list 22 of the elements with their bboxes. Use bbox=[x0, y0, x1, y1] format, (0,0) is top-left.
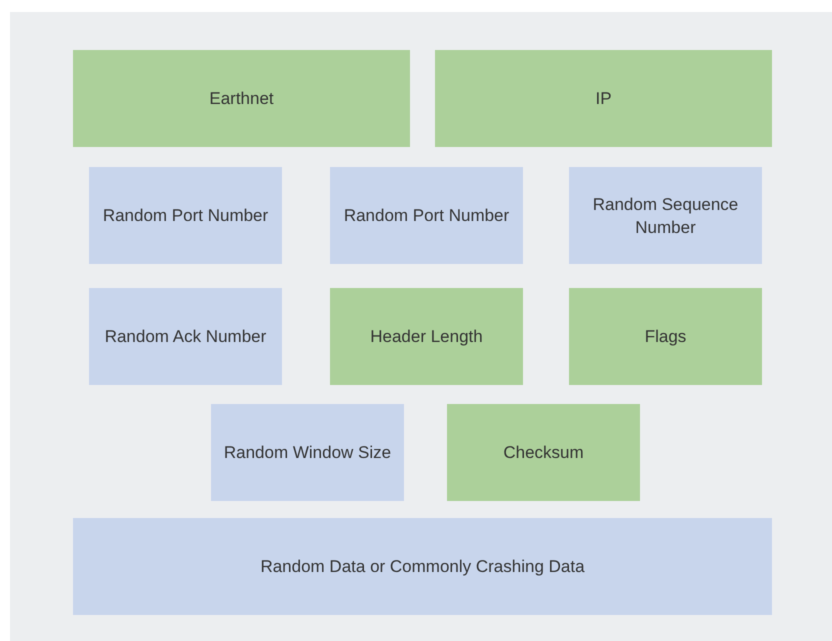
field-label: Random Sequence Number bbox=[592, 194, 740, 238]
field-label: Random Window Size bbox=[224, 442, 392, 464]
field-label: Random Port Number bbox=[344, 205, 510, 227]
field-box bbox=[435, 50, 772, 147]
field-label: Flags bbox=[644, 326, 686, 348]
field-label: Earthnet bbox=[209, 88, 274, 110]
field-box bbox=[89, 167, 282, 264]
field-box bbox=[73, 518, 772, 615]
field-box bbox=[569, 167, 762, 264]
field-label: Checksum bbox=[503, 442, 584, 464]
field-label: Random Data or Commonly Crashing Data bbox=[260, 556, 585, 578]
field-box bbox=[330, 167, 523, 264]
field-box bbox=[330, 288, 523, 385]
field-box bbox=[569, 288, 762, 385]
field-box bbox=[89, 288, 282, 385]
field-label: Header Length bbox=[370, 326, 483, 348]
field-box bbox=[73, 50, 410, 147]
field-box bbox=[211, 404, 404, 501]
field-label: Random Port Number bbox=[102, 205, 268, 227]
field-box bbox=[447, 404, 640, 501]
field-label: Random Ack Number bbox=[104, 326, 266, 348]
field-label: IP bbox=[595, 88, 612, 110]
